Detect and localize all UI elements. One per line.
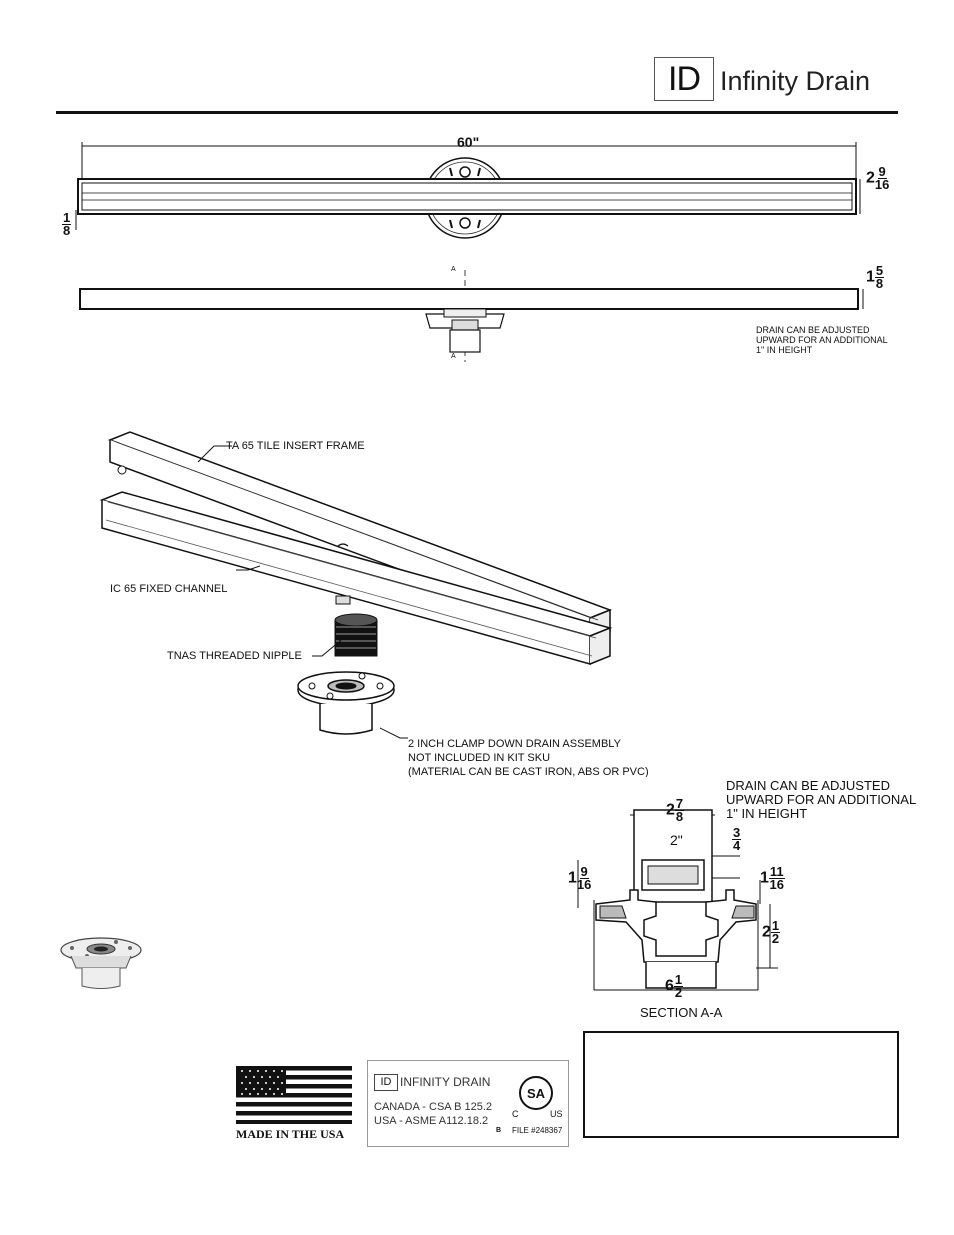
section-note-line-1: DRAIN CAN BE ADJUSTED <box>726 778 890 793</box>
section-left-whole: 1 <box>568 869 577 887</box>
cert-logo-mark: ID <box>374 1074 398 1091</box>
side-note-line-3: 1" IN HEIGHT <box>756 345 813 355</box>
section-right-whole: 1 <box>760 869 769 887</box>
made-in-usa-label: MADE IN THE USA <box>236 1127 345 1141</box>
top-view-drawing <box>75 142 861 239</box>
side-height-whole: 1 <box>866 268 875 286</box>
cert-us: US <box>550 1109 563 1119</box>
top-width-den: 16 <box>874 177 890 192</box>
brand-name: Infinity Drain <box>720 66 871 96</box>
section-base-whole: 6 <box>665 977 674 995</box>
side-note-line-2: UPWARD FOR AN ADDITIONAL <box>756 335 888 345</box>
csa-logo-text: SA <box>527 1086 546 1101</box>
cert-brand: INFINITY DRAIN <box>400 1075 491 1089</box>
csa-logo-icon: SA <box>519 1076 553 1110</box>
section-note-line-3: 1" IN HEIGHT <box>726 806 808 821</box>
section-height-num: 1 <box>770 918 781 933</box>
cert-file: FILE #248367 <box>512 1126 563 1135</box>
section-inner-dim: 2" <box>670 832 683 848</box>
section-base-num: 1 <box>673 972 684 987</box>
side-height-den: 8 <box>875 276 884 291</box>
cert-canada: CANADA - CSA B 125.2 <box>374 1101 492 1113</box>
section-top-whole: 2 <box>666 801 675 819</box>
drain-label-line-2: NOT INCLUDED IN KIT SKU <box>408 752 551 764</box>
logo-mark: ID <box>654 57 714 101</box>
section-right-num: 11 <box>768 864 785 879</box>
drain-label-line-3: (MATERIAL CAN BE CAST IRON, ABS OR PVC) <box>408 766 649 777</box>
section-left-den: 16 <box>576 877 592 892</box>
top-width-whole: 2 <box>866 169 875 187</box>
cert-c: C <box>512 1109 519 1119</box>
drain-label-line-1: 2 INCH CLAMP DOWN DRAIN ASSEMBLY <box>408 738 621 750</box>
section-top-den: 8 <box>675 809 684 824</box>
side-note-line-1: DRAIN CAN BE ADJUSTED <box>756 325 870 335</box>
exploded-view-drawing <box>99 431 613 739</box>
drain-label: 2 INCH CLAMP DOWN DRAIN ASSEMBLY NOT INC… <box>408 737 649 777</box>
side-view-note: DRAIN CAN BE ADJUSTED UPWARD FOR AN ADDI… <box>756 325 888 355</box>
top-length-dim: 60" <box>457 134 480 150</box>
section-height-whole: 2 <box>762 923 771 941</box>
section-top-num: 7 <box>674 796 685 811</box>
section-left-num: 9 <box>579 864 589 879</box>
top-width-num: 9 <box>877 164 887 179</box>
drain-thumbnail <box>60 937 142 989</box>
header-rule <box>56 111 898 114</box>
side-height-num: 5 <box>874 263 885 278</box>
logo-mark-text: ID <box>668 59 701 98</box>
nipple-label: TNAS THREADED NIPPLE <box>167 650 302 662</box>
section-note: DRAIN CAN BE ADJUSTED UPWARD FOR AN ADDI… <box>726 779 916 821</box>
section-drawing <box>577 809 778 991</box>
top-edge-num: 1 <box>62 210 72 225</box>
frame-label: TA 65 TILE INSERT FRAME <box>226 440 365 452</box>
info-box <box>583 1031 899 1138</box>
cert-b: B <box>496 1127 502 1134</box>
section-mark-top: A <box>451 266 456 273</box>
section-mark-bottom: A <box>451 353 456 360</box>
top-edge-den: 8 <box>63 223 71 238</box>
side-view-drawing <box>79 270 864 362</box>
section-height-den: 2 <box>771 931 780 946</box>
certification-badge: ID INFINITY DRAIN CANADA - CSA B 125.2 U… <box>367 1060 569 1147</box>
section-title: SECTION A-A <box>640 1005 723 1020</box>
channel-label: IC 65 FIXED CHANNEL <box>110 583 228 595</box>
cert-usa: USA - ASME A112.18.2 <box>374 1115 489 1127</box>
section-side-num: 3 <box>732 825 742 840</box>
usa-flag-icon <box>236 1066 352 1124</box>
section-note-line-2: UPWARD FOR AN ADDITIONAL <box>726 792 917 807</box>
section-side-den: 4 <box>733 838 741 853</box>
section-base-den: 2 <box>674 985 683 1000</box>
section-right-den: 16 <box>769 877 785 892</box>
